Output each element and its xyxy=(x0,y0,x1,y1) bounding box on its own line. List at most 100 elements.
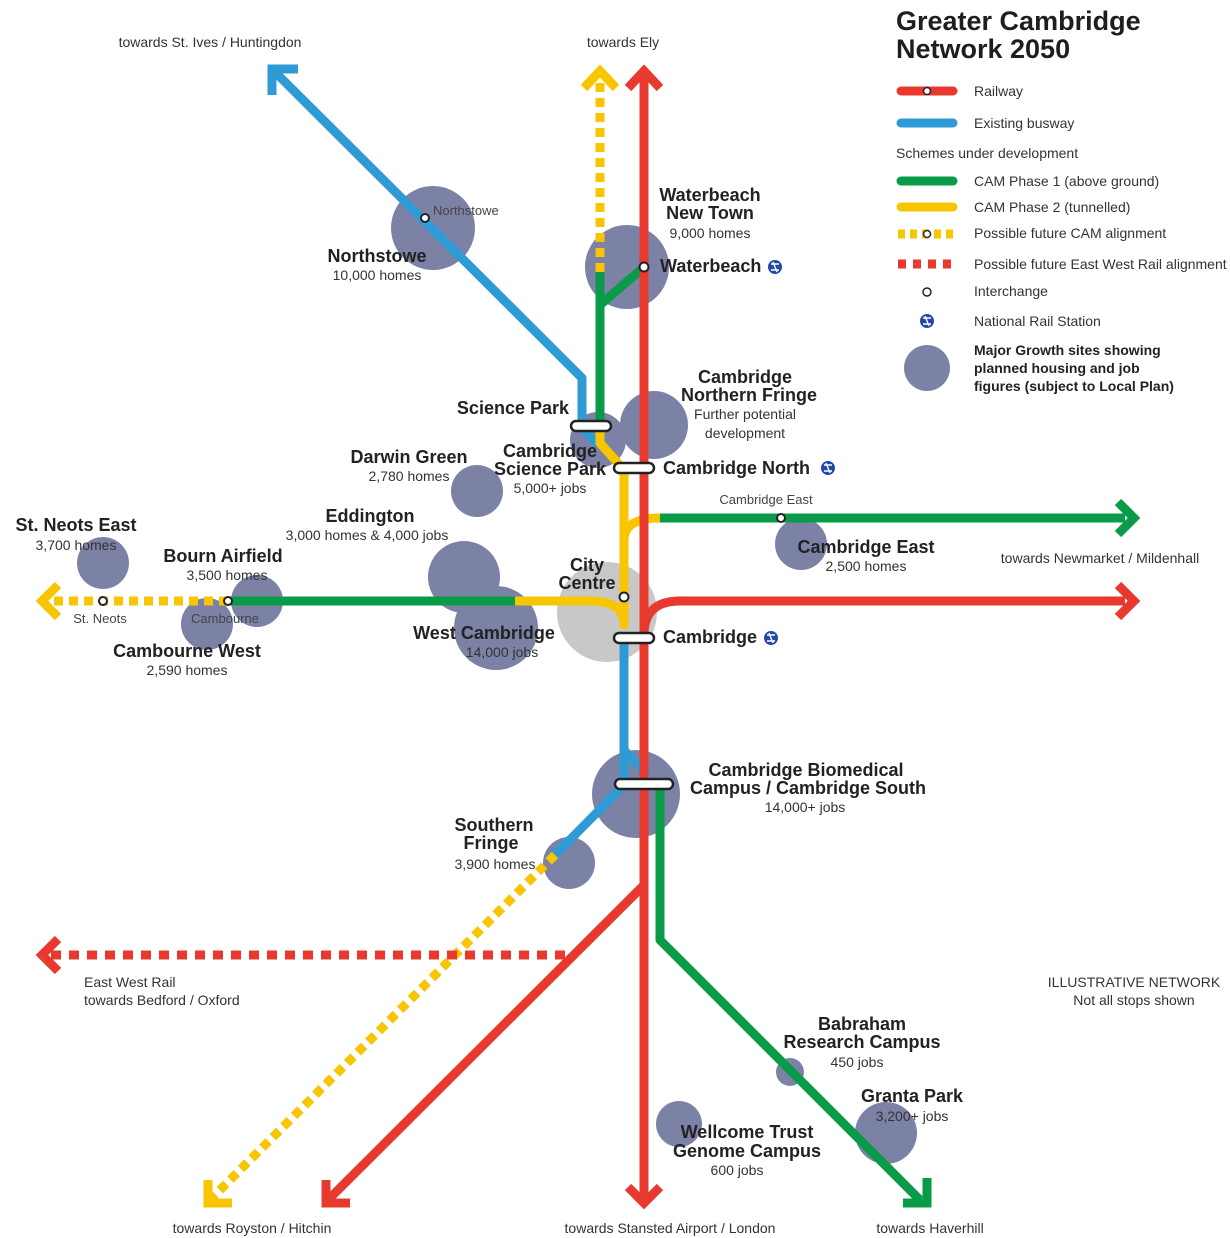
label-waterbeach-new-town-1: Waterbeach xyxy=(659,185,760,205)
busway-line-north xyxy=(272,69,602,448)
station-label-cambridge-north: Cambridge North xyxy=(663,458,810,478)
direction-st-ives: towards St. Ives / Huntingdon xyxy=(119,34,302,50)
label-granta-park: Granta Park xyxy=(861,1086,964,1106)
label-bourn-airfield: Bourn Airfield xyxy=(163,546,282,566)
detail-cambourne-west: 2,590 homes xyxy=(147,662,228,678)
legend-busway: Existing busway xyxy=(974,115,1074,131)
interchange-science-park xyxy=(569,419,613,433)
label-waterbeach-new-town-2: New Town xyxy=(666,203,754,223)
label-northern-fringe-2: Northern Fringe xyxy=(681,385,817,405)
cam-phase1-haverhill xyxy=(655,785,924,1204)
stop-cambridge-east xyxy=(776,513,786,523)
detail-west-cambridge: 14,000 jobs xyxy=(466,644,538,660)
stop-city-centre xyxy=(618,591,630,603)
label-cambridge-east: Cambridge East xyxy=(797,537,934,557)
label-babraham-2: Research Campus xyxy=(783,1032,940,1052)
direction-royston: towards Royston / Hitchin xyxy=(173,1220,332,1236)
railway-hitchin xyxy=(326,881,648,1202)
stop-label-cambourne: Cambourne xyxy=(191,611,259,626)
label-science-park-site-2: Science Park xyxy=(494,459,607,479)
stop-label-cambridge-east: Cambridge East xyxy=(719,492,813,507)
label-northstowe: Northstowe xyxy=(328,246,427,266)
label-cambourne-west: Cambourne West xyxy=(113,641,261,661)
label-wellcome-1: Wellcome Trust xyxy=(681,1122,814,1142)
detail-cambridge-east: 2,500 homes xyxy=(826,558,907,574)
growth-site-darwin-green xyxy=(451,465,503,517)
direction-haverhill: towards Haverhill xyxy=(876,1220,983,1236)
label-darwin-green: Darwin Green xyxy=(350,447,467,467)
future-cam-royston xyxy=(208,851,559,1202)
station-label-waterbeach: Waterbeach xyxy=(660,256,761,276)
detail-granta-park: 3,200+ jobs xyxy=(876,1108,949,1124)
interchange-biomedical xyxy=(613,777,675,791)
legend-future-ewr: Possible future East West Rail alignment xyxy=(974,256,1227,272)
station-label-science-park: Science Park xyxy=(457,398,570,418)
label-southern-fringe-2: Fringe xyxy=(463,833,518,853)
label-eddington: Eddington xyxy=(326,506,415,526)
stop-northstowe xyxy=(420,213,430,223)
note-illustrative: ILLUSTRATIVE NETWORK xyxy=(1048,974,1221,990)
cam-phase1-waterbeach xyxy=(595,263,647,425)
arrow-royston xyxy=(203,1180,232,1208)
label-city-centre-2: Centre xyxy=(558,573,615,593)
arrow-haverhill xyxy=(903,1178,932,1208)
interchange-cambridge-north xyxy=(612,461,656,475)
label-northern-fringe-1: Cambridge xyxy=(698,367,792,387)
legend-interchange-symbol xyxy=(922,287,932,297)
legend-schemes-heading: Schemes under development xyxy=(896,145,1078,161)
arrow-ely-cam xyxy=(580,64,620,92)
detail-northern-fringe-1: Further potential xyxy=(694,406,796,422)
legend-growth-line3: figures (subject to Local Plan) xyxy=(974,378,1174,394)
map-title-line1: Greater Cambridge xyxy=(896,6,1141,36)
label-biomedical-1: Cambridge Biomedical xyxy=(708,760,903,780)
legend-railway: Railway xyxy=(974,83,1023,99)
detail-northstowe: 10,000 homes xyxy=(333,267,422,283)
arrow-ely-rail xyxy=(624,64,664,92)
growth-site-west-cambridge xyxy=(454,586,538,670)
growth-site-cambourne-west xyxy=(181,598,233,650)
legend-interchange: Interchange xyxy=(974,283,1048,299)
growth-site-northern-fringe xyxy=(620,391,688,459)
detail-southern-fringe: 3,900 homes xyxy=(455,856,536,872)
note-not-all-stops: Not all stops shown xyxy=(1073,992,1194,1008)
label-st-neots-east: St. Neots East xyxy=(15,515,136,535)
stop-cambourne xyxy=(223,596,233,606)
detail-northern-fringe-2: development xyxy=(705,425,785,441)
station-label-cambridge: Cambridge xyxy=(663,627,757,647)
stop-label-northstowe: Northstowe xyxy=(433,203,499,218)
arrow-hitchin xyxy=(321,1180,350,1208)
arrow-ewr xyxy=(35,935,62,975)
growth-site-st-neots-east xyxy=(77,537,129,589)
label-science-park-site-1: Cambridge xyxy=(503,441,597,461)
direction-ely: towards Ely xyxy=(587,34,659,50)
direction-ewr-line1: East West Rail xyxy=(84,974,176,990)
map-title-line2: Network 2050 xyxy=(896,34,1070,64)
legend-future-cam: Possible future CAM alignment xyxy=(974,225,1166,241)
label-southern-fringe-1: Southern xyxy=(455,815,534,835)
arrow-st-neots xyxy=(35,581,62,621)
arrow-newmarket xyxy=(1114,498,1141,538)
arrow-east-rail xyxy=(1114,581,1141,621)
stop-st-neots xyxy=(98,596,108,606)
legend-growth-symbol xyxy=(904,345,950,391)
arrow-st-ives xyxy=(267,64,298,95)
legend-growth-line2: planned housing and job xyxy=(974,360,1140,376)
label-wellcome-2: Genome Campus xyxy=(673,1141,821,1161)
growth-site-wellcome xyxy=(656,1101,702,1147)
national-rail-icon xyxy=(764,260,835,645)
interchange-cambridge xyxy=(612,631,656,645)
legend-cam-phase2: CAM Phase 2 (tunnelled) xyxy=(974,199,1130,215)
direction-ewr-line2: towards Bedford / Oxford xyxy=(84,992,240,1008)
stop-waterbeach xyxy=(638,261,650,273)
legend: Railway Existing busway Schemes under de… xyxy=(896,83,1227,394)
stop-label-st-neots: St. Neots xyxy=(73,611,127,626)
legend-national-rail: National Rail Station xyxy=(974,313,1101,329)
detail-science-park-site: 5,000+ jobs xyxy=(514,480,587,496)
growth-site-cambridge-east xyxy=(775,518,827,570)
label-city-centre-1: City xyxy=(570,555,604,575)
legend-growth-line1: Major Growth sites showing xyxy=(974,342,1161,358)
direction-newmarket: towards Newmarket / Mildenhall xyxy=(1001,550,1199,566)
label-west-cambridge: West Cambridge xyxy=(413,623,555,643)
detail-darwin-green: 2,780 homes xyxy=(369,468,450,484)
railway-east xyxy=(639,596,1125,636)
